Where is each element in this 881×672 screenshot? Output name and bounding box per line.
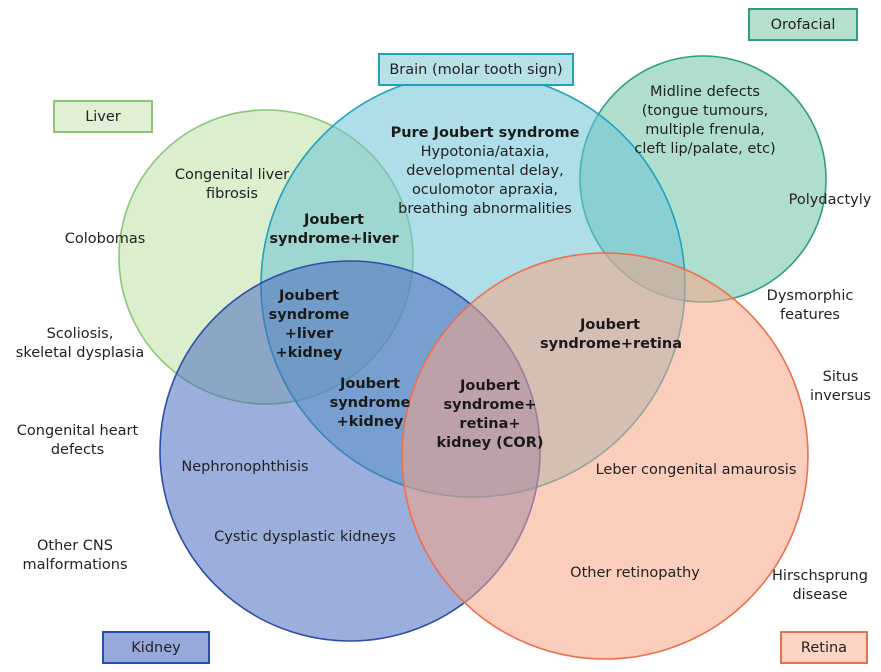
scoliosis-label-line: skeletal dysplasia [15, 345, 145, 361]
js-liver-label: Joubert syndrome+liver [264, 211, 404, 249]
js-cor-label-line: retina+ [459, 416, 521, 432]
js-liver-kidney-label-line: +kidney [275, 345, 343, 361]
midline-defects-label-line: (tongue tumours, [641, 103, 769, 119]
dysmorphic-label-line: Dysmorphic [766, 288, 854, 304]
hirschsprung-label: Hirschsprung disease [765, 567, 875, 605]
pure-joubert-title-line: Pure Joubert syndrome [390, 125, 580, 141]
midline-defects-label: Midline defects (tongue tumours, multiple … [615, 83, 795, 159]
congenital-heart-label: Congenital heart defects [5, 422, 150, 460]
js-liver-kidney-label-line: Joubert [279, 288, 339, 304]
cystic-label-line: Cystic dysplastic kidneys [214, 529, 396, 545]
retina-box: Retina [780, 631, 868, 664]
nephronophthisis-label: Nephronophthisis [160, 458, 330, 477]
js-cor-label: Joubert syndrome+ retina+ kidney (COR) [430, 377, 550, 453]
retina-circle [401, 252, 809, 660]
situs-inversus-label-line: Situs [822, 369, 859, 385]
liver-box: Liver [53, 100, 153, 133]
js-cor-label-line: syndrome+ [443, 397, 537, 413]
pure-joubert-features: Hypotonia/ataxia, developmental delay, ocu… [380, 143, 590, 219]
polydactyly-label-line: Polydactyly [788, 192, 872, 208]
scoliosis-label-line: Scoliosis, [46, 326, 114, 342]
js-kidney-label-line: Joubert [340, 376, 400, 392]
other-retinopathy-label-line: Other retinopathy [570, 565, 700, 581]
js-kidney-label-line: syndrome [329, 395, 411, 411]
midline-defects-label-line: multiple frenula, [645, 122, 765, 138]
other-cns-label-line: malformations [22, 557, 128, 573]
colobomas-label: Colobomas [45, 230, 165, 249]
dysmorphic-label: Dysmorphic features [745, 287, 875, 325]
congenital-liver-fibrosis-label: Congenital liver fibrosis [142, 166, 322, 204]
js-cor-label-line: kidney (COR) [436, 435, 544, 451]
js-liver-kidney-label-line: +liver [284, 326, 334, 342]
leber-label-line: Leber congenital amaurosis [595, 462, 797, 478]
hirschsprung-label-line: Hirschsprung [772, 568, 868, 584]
polydactyly-label: Polydactyly [780, 191, 880, 210]
scoliosis-label: Scoliosis, skeletal dysplasia [0, 325, 160, 363]
pure-joubert-features-line: Hypotonia/ataxia, [420, 144, 550, 160]
js-liver-kidney-label-line: syndrome [268, 307, 350, 323]
leber-label: Leber congenital amaurosis [586, 461, 806, 480]
midline-defects-label-line: Midline defects [650, 84, 760, 100]
congenital-heart-label-line: defects [50, 442, 105, 458]
js-retina-label-line: syndrome+retina [540, 336, 682, 352]
other-cns-label: Other CNS malformations [10, 537, 140, 575]
colobomas-label-line: Colobomas [64, 231, 146, 247]
situs-inversus-label-line: inversus [810, 388, 871, 404]
js-kidney-label: Joubert syndrome +kidney [320, 375, 420, 432]
pure-joubert-title: Pure Joubert syndrome [380, 124, 590, 143]
other-retinopathy-label: Other retinopathy [555, 564, 715, 583]
cystic-label: Cystic dysplastic kidneys [200, 528, 410, 547]
js-liver-label-line: Joubert [304, 212, 364, 228]
midline-defects-label-line: cleft lip/palate, etc) [634, 141, 776, 157]
js-retina-label: Joubert syndrome+retina [540, 316, 682, 354]
pure-joubert-features-line: developmental delay, [406, 163, 564, 179]
congenital-heart-label-line: Congenital heart [16, 423, 139, 439]
js-liver-label-line: syndrome+liver [269, 231, 399, 247]
pure-joubert-features-line: breathing abnormalities [398, 201, 572, 217]
js-retina-label-line: Joubert [580, 317, 640, 333]
orofacial-box: Orofacial [748, 8, 858, 41]
kidney-box: Kidney [102, 631, 210, 664]
situs-inversus-label: Situs inversus [800, 368, 881, 406]
pure-joubert-features-line: oculomotor apraxia, [411, 182, 559, 198]
congenital-liver-fibrosis-label-line: fibrosis [206, 186, 258, 202]
js-cor-label-line: Joubert [460, 378, 520, 394]
other-cns-label-line: Other CNS [37, 538, 113, 554]
hirschsprung-label-line: disease [792, 587, 848, 603]
brain-box: Brain (molar tooth sign) [378, 53, 574, 86]
nephronophthisis-label-line: Nephronophthisis [181, 459, 309, 475]
dysmorphic-label-line: features [780, 307, 840, 323]
congenital-liver-fibrosis-label-line: Congenital liver [174, 167, 290, 183]
js-liver-kidney-label: Joubert syndrome +liver +kidney [254, 287, 364, 363]
js-kidney-label-line: +kidney [336, 414, 404, 430]
